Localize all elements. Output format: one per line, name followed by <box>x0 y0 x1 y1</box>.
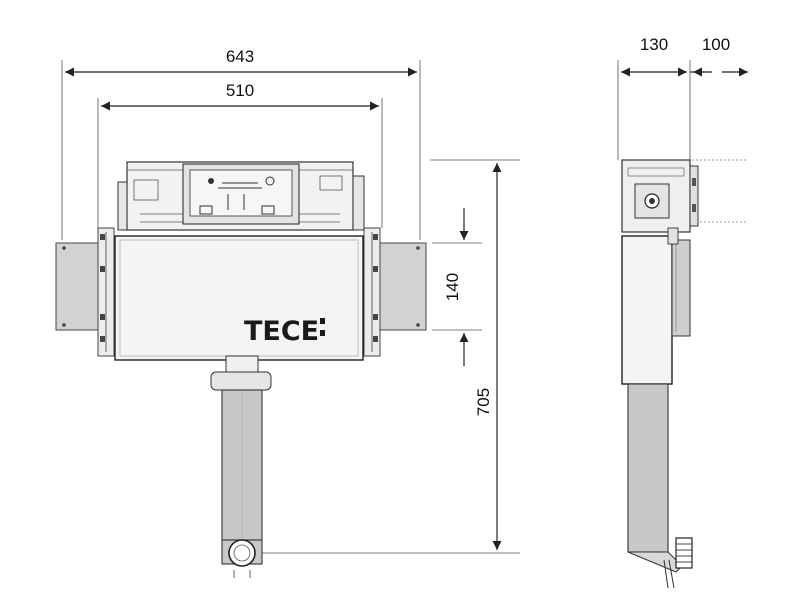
dim-depth: 130 <box>640 35 668 54</box>
extension-lines <box>61 60 520 554</box>
dim-overall-width: 643 <box>226 47 254 66</box>
front-view: TECE 643 510 140 705 <box>55 47 520 578</box>
side-pipe-elbow <box>627 551 683 573</box>
cistern-body <box>114 235 364 361</box>
left-mounting-plate <box>55 242 105 331</box>
side-flush-pipe <box>627 383 669 553</box>
side-outlet-fitting <box>675 537 693 569</box>
side-cistern-body <box>621 235 673 385</box>
outlet-connector <box>210 371 272 391</box>
flush-valve-icon <box>265 176 275 186</box>
logo-mark-lower <box>320 330 325 336</box>
dim-frame-width: 510 <box>226 81 254 100</box>
outlet-collar <box>225 355 259 375</box>
pipe-outlet-circle <box>228 539 256 567</box>
right-mounting-plate <box>377 242 427 331</box>
logo-mark-upper <box>320 318 325 324</box>
dim-total-height: 705 <box>474 388 493 416</box>
brand-logo: TECE <box>244 316 319 347</box>
dim-plate-height: 140 <box>443 273 462 301</box>
side-bracket <box>671 239 691 337</box>
dim-side-offset: 100 <box>702 35 730 54</box>
side-view: 130 100 <box>617 35 748 589</box>
mounting-screws <box>62 246 420 327</box>
